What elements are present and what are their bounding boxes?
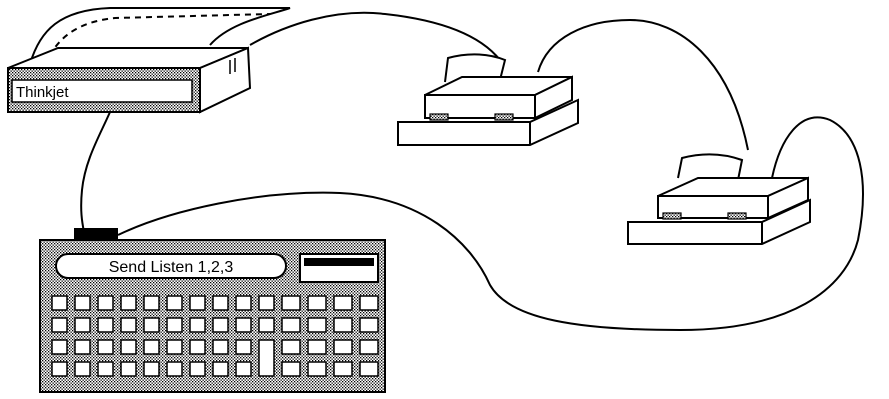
keyboard-key (360, 340, 378, 354)
keyboard-key (213, 318, 228, 332)
keyboard-key (190, 318, 205, 332)
keyboard-key (190, 362, 205, 376)
keyboard-key (121, 318, 136, 332)
keyboard-key (334, 296, 352, 310)
keyboard-key (121, 340, 136, 354)
keyboard-key (52, 318, 67, 332)
keyboard-key (282, 296, 300, 310)
instrument-2 (628, 154, 810, 244)
keyboard-key (98, 318, 113, 332)
keyboard-key (98, 362, 113, 376)
keyboard-key (144, 318, 159, 332)
instrument-1 (398, 54, 578, 145)
keyboard-key (98, 296, 113, 310)
cable-printer-to-instrument-1 (250, 13, 500, 60)
keyboard-key (360, 362, 378, 376)
keyboard-key (167, 296, 182, 310)
keyboard-key (334, 340, 352, 354)
thinkjet-printer: Thinkjet (8, 8, 290, 112)
computer-controller: Send Listen 1,2,3 (40, 228, 385, 392)
keyboard-key (259, 318, 274, 332)
keyboard-key (144, 340, 159, 354)
keyboard-key (236, 296, 251, 310)
keyboard-key (282, 340, 300, 354)
keyboard-key (52, 340, 67, 354)
keyboard-key (75, 340, 90, 354)
keyboard-key (360, 296, 378, 310)
keyboard-key (334, 362, 352, 376)
keyboard-key (52, 296, 67, 310)
keyboard-key (75, 318, 90, 332)
keyboard-key (213, 296, 228, 310)
keyboard-key (213, 362, 228, 376)
keyboard-key (144, 362, 159, 376)
display-text: Send Listen 1,2,3 (109, 259, 234, 276)
keyboard-key (308, 296, 326, 310)
printer-label: Thinkjet (16, 84, 69, 101)
keyboard-key (167, 318, 182, 332)
keyboard-key (213, 340, 228, 354)
cable-printer-to-computer (81, 112, 110, 232)
keyboard-key (360, 318, 378, 332)
keyboard-key (236, 318, 251, 332)
keyboard-key (52, 362, 67, 376)
keyboard-key (167, 362, 182, 376)
keyboard-key (308, 340, 326, 354)
keyboard-key (144, 296, 159, 310)
keyboard-key (121, 296, 136, 310)
keyboard-key (75, 362, 90, 376)
keyboard-key (167, 340, 182, 354)
keyboard-key (259, 340, 274, 376)
keyboard-key (334, 318, 352, 332)
keyboard-key (282, 318, 300, 332)
keyboard-key (236, 362, 251, 376)
keyboard-key (98, 340, 113, 354)
keyboard-key (190, 296, 205, 310)
keyboard-key (282, 362, 300, 376)
keyboard-key (236, 340, 251, 354)
keyboard-key (190, 340, 205, 354)
keyboard-key (259, 296, 274, 310)
keyboard-key (308, 362, 326, 376)
keyboard-key (121, 362, 136, 376)
keyboard-key (75, 296, 90, 310)
keyboard-key (308, 318, 326, 332)
